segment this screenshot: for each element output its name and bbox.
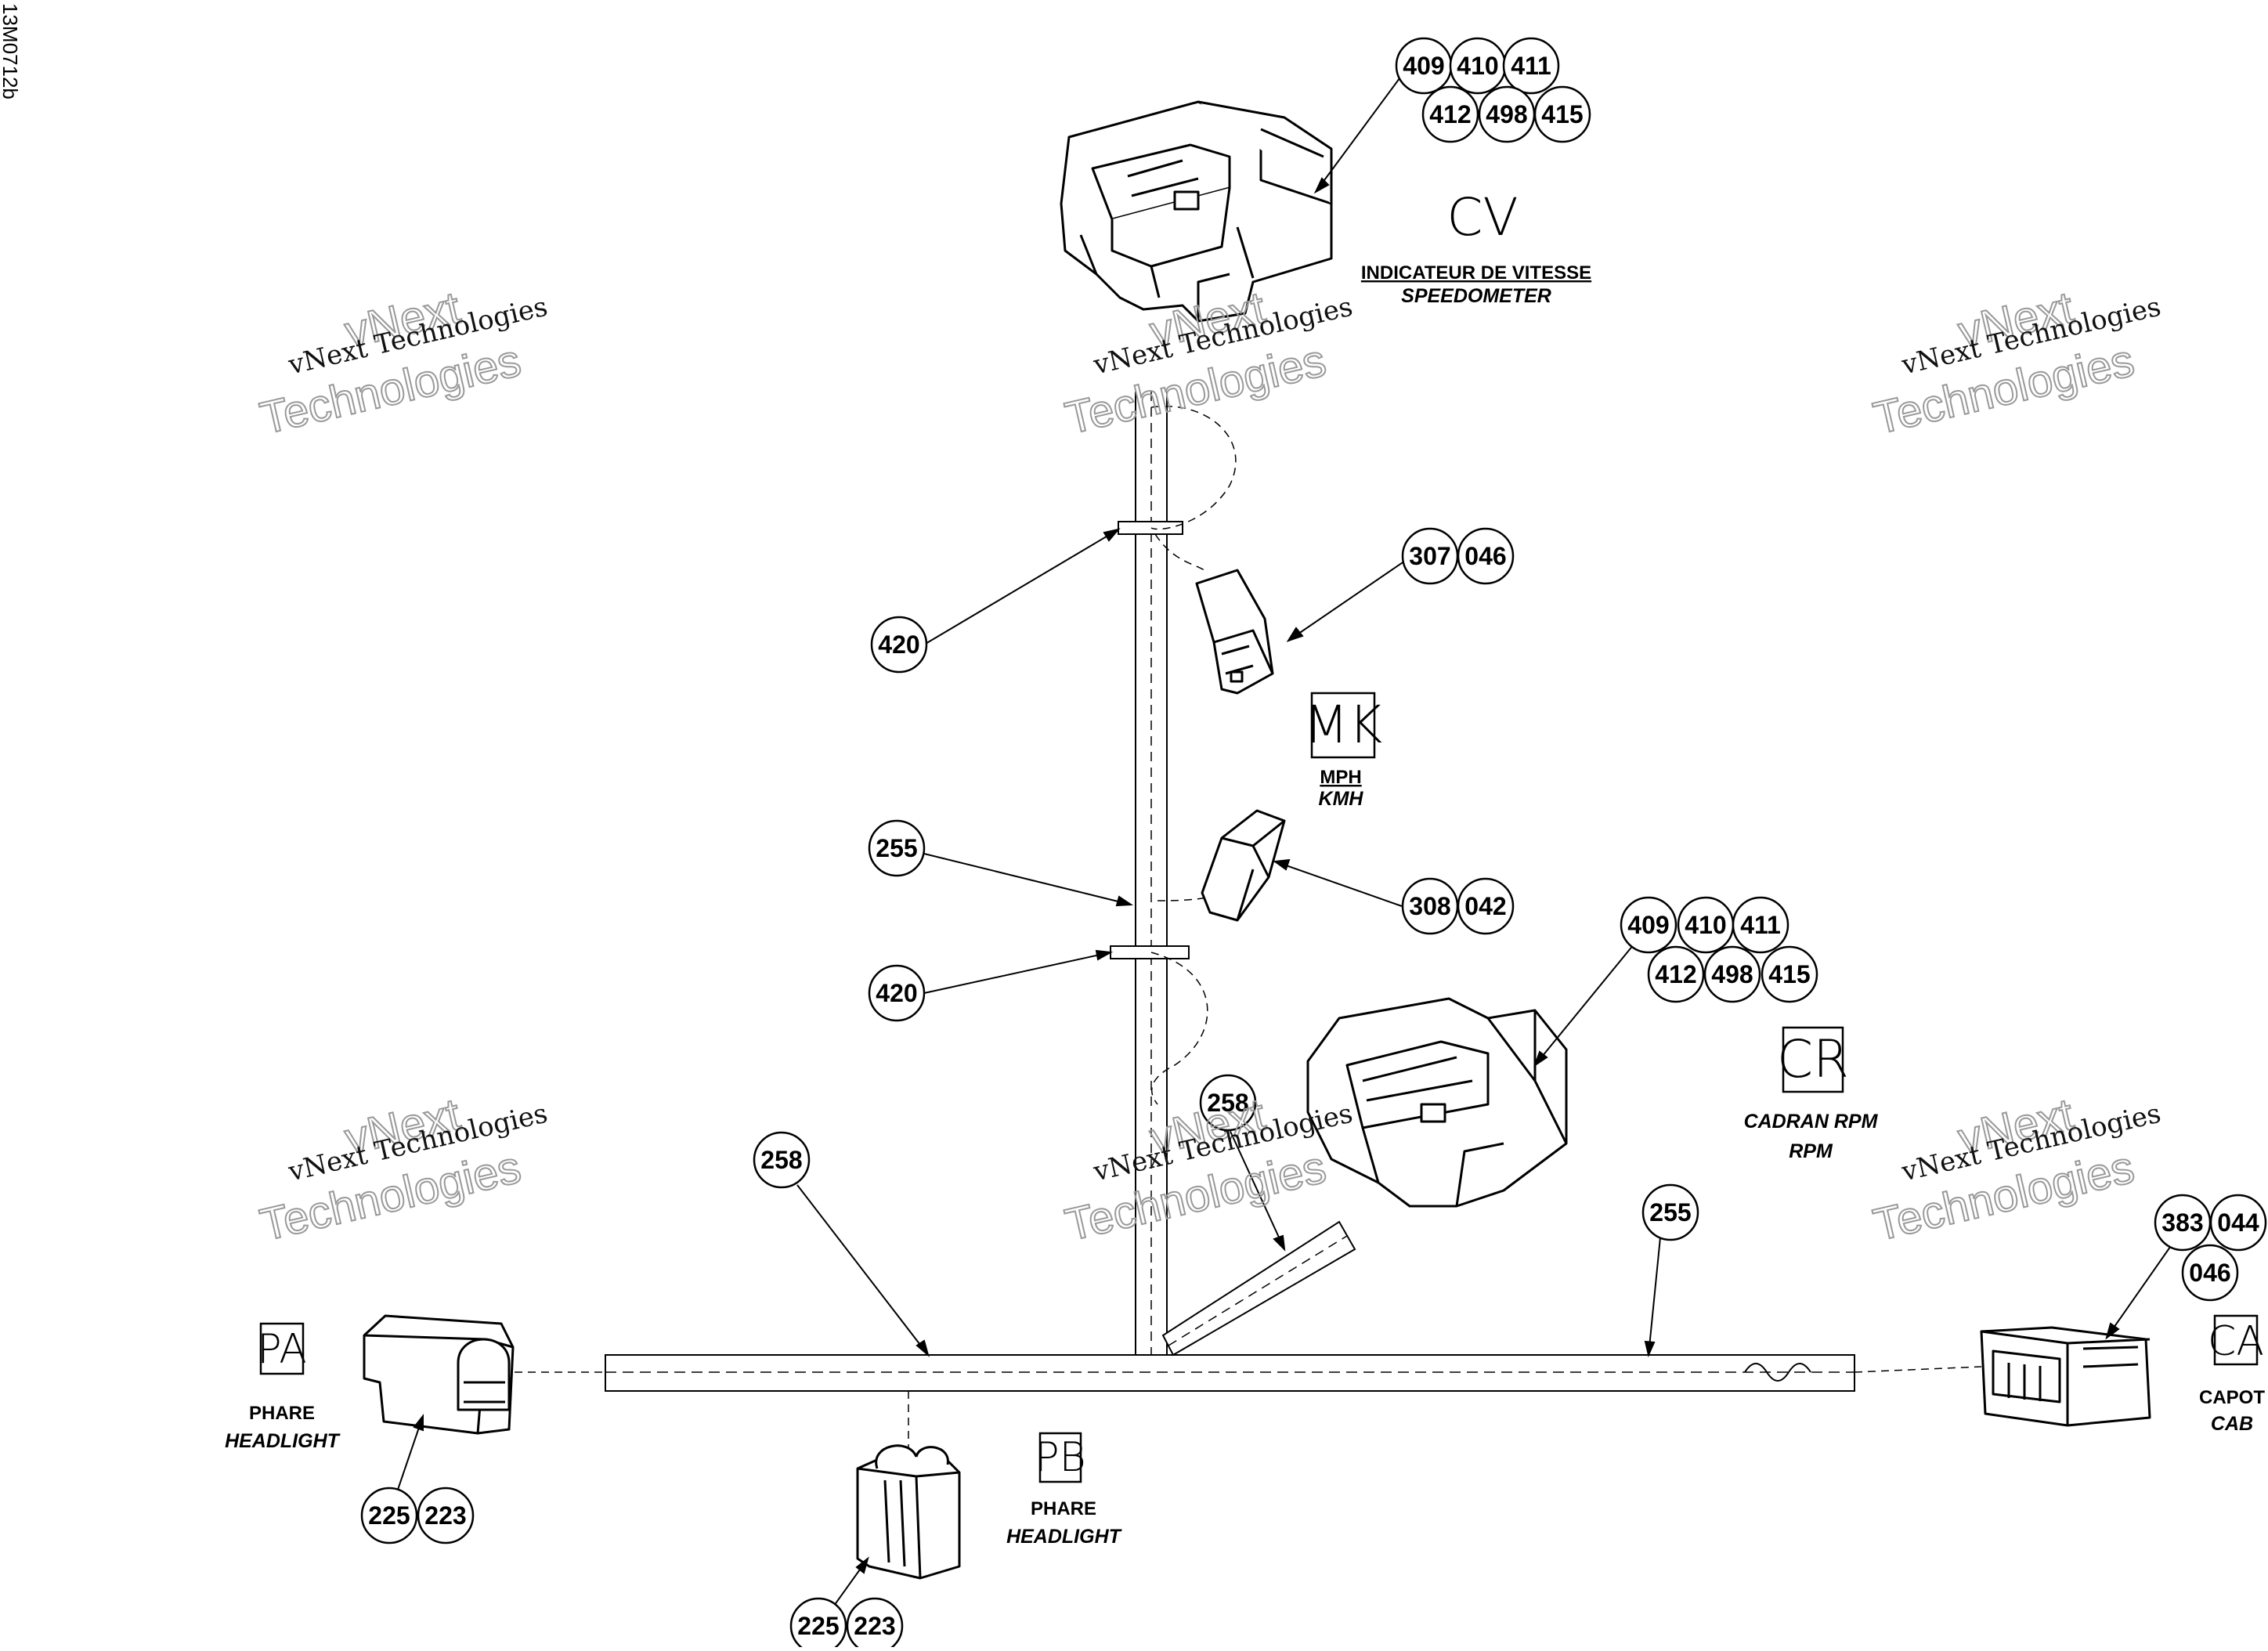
ca-connector-icon xyxy=(1980,1326,2151,1427)
cv-callout-group xyxy=(1395,37,1591,143)
callout-main-258: 258 xyxy=(760,1146,802,1174)
pb-code: PB xyxy=(1035,1434,1085,1481)
pb-callout-group xyxy=(789,1597,904,1651)
pa-label-fr: PHARE xyxy=(249,1403,315,1424)
watermark: vNext vNext Technologies Technologies xyxy=(1868,1088,2163,1252)
callout-bubbles xyxy=(360,37,2267,1651)
callout-ca-2: 046 xyxy=(2189,1259,2230,1287)
cr-code-box xyxy=(1782,1026,1844,1093)
watermarks: vNext vNext Technologies Technologies vN… xyxy=(255,281,2163,1252)
mk-label-en: KMH xyxy=(1319,788,1364,810)
callout-ca-0: 383 xyxy=(2161,1208,2203,1237)
callout-mk-top-1: 046 xyxy=(1464,542,1506,570)
ca-label-en: CAB xyxy=(2211,1413,2253,1435)
clip-top xyxy=(1118,521,1183,535)
mk-bottom-callout-group xyxy=(1401,877,1515,935)
callout-branch-258: 258 xyxy=(1207,1089,1248,1117)
callout-clip-top: 420 xyxy=(878,630,919,659)
callout-cv-2: 411 xyxy=(1511,52,1551,80)
main-255-callout xyxy=(1641,1183,1699,1241)
callout-cv-5: 415 xyxy=(1541,100,1583,128)
pb-label-en: HEADLIGHT xyxy=(1006,1526,1123,1548)
callout-cr-0: 409 xyxy=(1627,911,1669,939)
callout-pb-1: 223 xyxy=(854,1612,895,1640)
callout-main-255: 255 xyxy=(1649,1198,1691,1227)
harness-mid-callout xyxy=(868,819,926,877)
cr-callout-group xyxy=(1620,896,1818,1003)
callout-cr-2: 411 xyxy=(1740,911,1781,939)
cv-label-en: SPEEDOMETER xyxy=(1401,285,1551,307)
callout-cr-4: 498 xyxy=(1711,960,1753,988)
callout-clip-bottom: 420 xyxy=(876,979,917,1007)
ca-code: CA xyxy=(2208,1318,2264,1365)
pa-label-en: HEADLIGHT xyxy=(225,1430,341,1452)
ca-code-box xyxy=(2213,1314,2259,1366)
watermark: vNext vNext Technologies Technologies xyxy=(255,1088,550,1252)
mk-code: MK xyxy=(1304,695,1382,755)
cr-connector-icon xyxy=(1306,997,1568,1208)
callout-cr-3: 412 xyxy=(1655,960,1696,988)
branch-258-callout xyxy=(1199,1074,1257,1132)
pa-code-box xyxy=(259,1322,305,1375)
diagonal-branch xyxy=(1161,1220,1356,1357)
mk-label-fr: MPH xyxy=(1320,767,1361,788)
cv-code: CV xyxy=(1446,187,1518,247)
cv-label-fr: INDICATEUR DE VITESSE xyxy=(1361,262,1591,284)
cv-connector-icon xyxy=(1060,100,1333,323)
pa-connector-icon xyxy=(363,1314,515,1435)
callout-mk-bottom-0: 308 xyxy=(1409,892,1450,920)
clip-top-callout xyxy=(870,616,928,674)
pb-label-fr: PHARE xyxy=(1031,1498,1096,1519)
mk-bottom-connector-icon xyxy=(1201,809,1286,922)
watermark: vNext vNext Technologies Technologies xyxy=(255,281,550,445)
callout-numbers: 409 410 411 412 498 415 307 046 308 042 … xyxy=(368,52,2259,1640)
callout-cr-5: 415 xyxy=(1768,960,1810,988)
pb-code-box xyxy=(1038,1432,1082,1483)
clip-bottom-callout xyxy=(868,964,926,1022)
callout-harness-mid: 255 xyxy=(876,834,917,862)
cr-code: CR xyxy=(1777,1029,1849,1089)
main-258-callout xyxy=(753,1131,811,1189)
harness xyxy=(501,392,1982,1465)
pa-code: PA xyxy=(257,1326,307,1373)
mk-code-box xyxy=(1310,692,1376,759)
callout-cv-4: 498 xyxy=(1486,100,1527,128)
pb-connector-icon xyxy=(856,1444,961,1580)
pa-callout-group xyxy=(360,1487,475,1544)
callout-cv-3: 412 xyxy=(1429,100,1471,128)
main-trunk xyxy=(605,1354,1855,1392)
callout-mk-bottom-1: 042 xyxy=(1464,892,1506,920)
ca-label-fr: CAPOT xyxy=(2199,1387,2265,1408)
cr-label-en: RPM xyxy=(1789,1140,1833,1162)
watermark: vNext vNext Technologies Technologies xyxy=(1868,281,2163,445)
callout-cr-1: 410 xyxy=(1685,911,1726,939)
callout-ca-1: 044 xyxy=(2217,1208,2259,1237)
callout-cv-0: 409 xyxy=(1403,52,1444,80)
callout-mk-top-0: 307 xyxy=(1409,542,1450,570)
mk-top-callout-group xyxy=(1401,527,1515,585)
callout-pa-0: 225 xyxy=(368,1501,410,1530)
cr-label-fr: CADRAN RPM xyxy=(1744,1111,1879,1133)
document-id: 13M0712b xyxy=(0,3,22,99)
mk-top-connector-icon xyxy=(1195,569,1274,695)
ca-callout-group xyxy=(2154,1194,2267,1302)
callout-pa-1: 223 xyxy=(424,1501,466,1530)
clip-bottom xyxy=(1110,945,1190,959)
callout-pb-0: 225 xyxy=(797,1612,839,1640)
callout-cv-1: 410 xyxy=(1457,52,1498,80)
